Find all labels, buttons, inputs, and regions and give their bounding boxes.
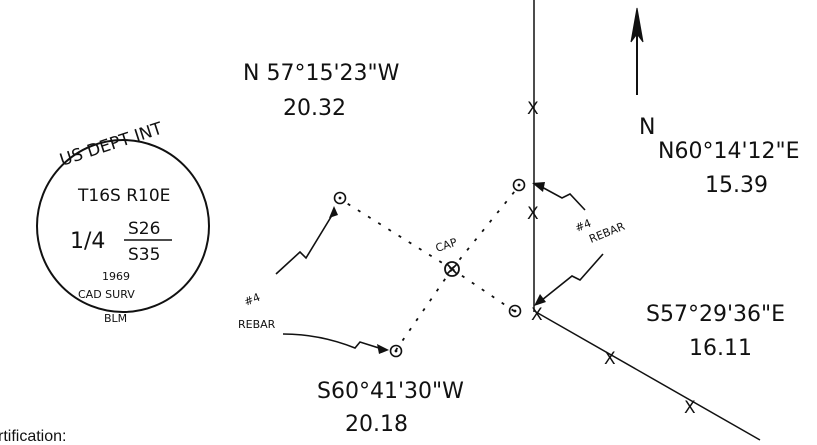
course-nw-bearing: N 57°15'23"W: [243, 61, 400, 86]
course-se-bearing: S57°29'36"E: [646, 302, 785, 327]
leader-rebar-ne-arrow: [532, 182, 545, 192]
cap-label: CAP: [434, 236, 459, 255]
leader-rebar-ne: [539, 185, 586, 211]
rebar-left-label: REBAR: [238, 318, 276, 331]
rebar-right-label: REBAR: [587, 220, 627, 246]
fence-mark-3: X: [531, 305, 543, 325]
tie-se: [451, 268, 515, 312]
course-se-distance: 16.11: [689, 336, 752, 361]
course-ne-distance: 15.39: [705, 173, 768, 198]
rebar-se: [508, 304, 522, 318]
seal-line-2: T16S R10E: [77, 186, 170, 206]
course-nw-distance: 20.32: [283, 96, 346, 121]
seal-year: 1969: [102, 270, 130, 283]
leader-rebar-sw: [282, 333, 383, 350]
leader-rebar-nw: [275, 211, 335, 275]
fence-mark-1: X: [527, 99, 539, 119]
north-arrow: [630, 7, 644, 95]
rebar-left-size: #4: [242, 291, 262, 309]
fence-line-southeast: [535, 311, 761, 441]
course-sw-bearing: S60°41'30"W: [317, 379, 464, 404]
seal-fraction-top: S26: [128, 219, 160, 239]
seal-outline: [36, 139, 210, 313]
seal-bureau: BLM: [104, 312, 127, 325]
course-sw-distance: 20.18: [345, 412, 408, 437]
certification-caption: rtification:: [0, 428, 66, 445]
rebar-nw: [333, 191, 347, 205]
course-ne-bearing: N60°14'12"E: [658, 139, 800, 164]
tie-ne: [451, 185, 520, 270]
fence-mark-4: X: [604, 349, 616, 369]
leader-rebar-nw-arrow: [329, 206, 338, 218]
rebar-right-size: #4: [573, 217, 593, 235]
seal-fraction-bottom: S35: [128, 245, 160, 265]
ties: [339, 185, 520, 351]
leader-rebar-sw-arrow: [377, 344, 389, 354]
fence-mark-5: X: [684, 398, 696, 418]
leader-rebar-se-arrow: [534, 294, 546, 306]
leader-rebar-se: [541, 253, 604, 301]
seal-agency: CAD SURV: [78, 288, 135, 301]
seal-fraction-whole: 1/4: [70, 229, 105, 254]
brass-cap-seal: US DEPT INT T16S R10E 1/4 S26 S35 1969 C…: [36, 119, 210, 325]
tie-sw: [395, 268, 453, 351]
rebar-ne: [512, 178, 526, 192]
rebar-sw: [389, 344, 403, 358]
tie-nw: [339, 198, 453, 270]
fence-mark-2: X: [527, 204, 539, 224]
north-label: N: [639, 115, 655, 140]
cap-monument: [444, 261, 460, 277]
